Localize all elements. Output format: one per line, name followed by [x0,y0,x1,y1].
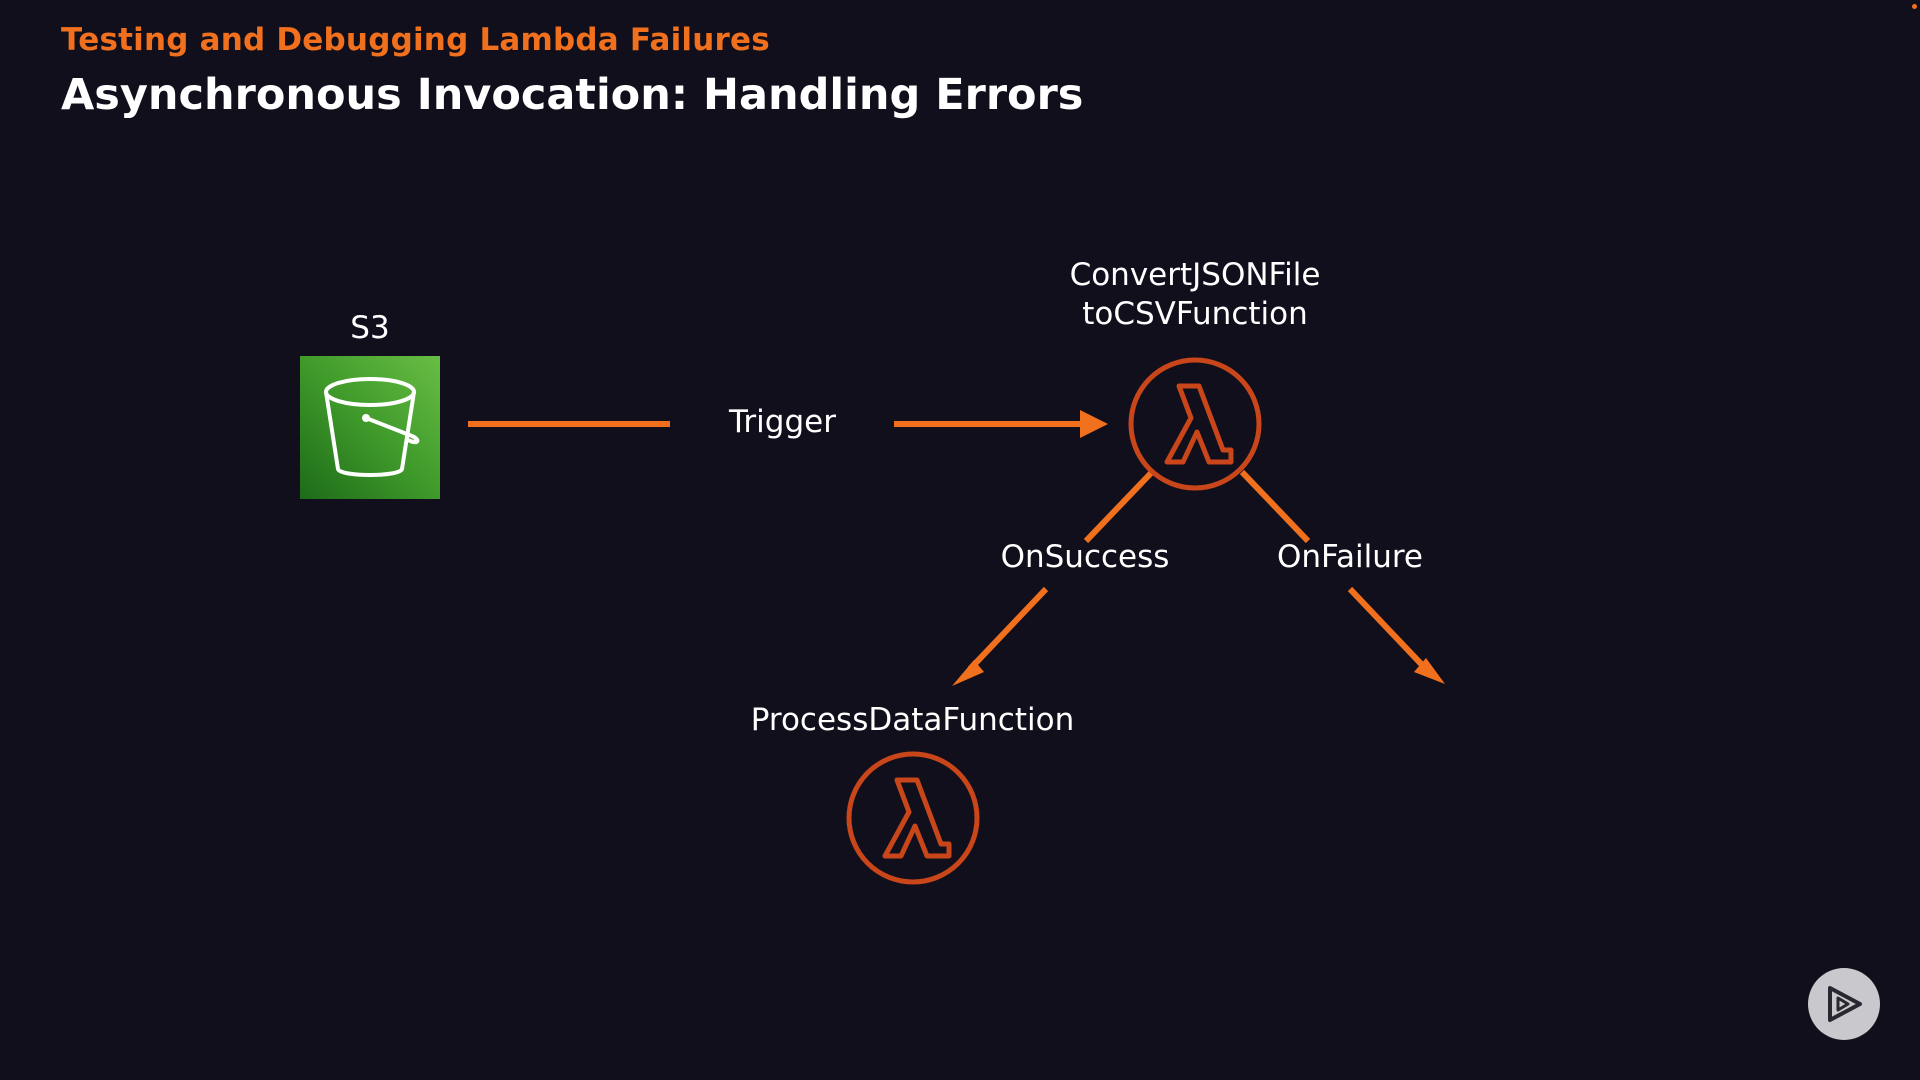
s3-bucket-icon [300,356,440,499]
convert-function-label-line2: toCSVFunction [1082,295,1308,332]
convert-function-label: ConvertJSONFile toCSVFunction [1050,256,1340,334]
onsuccess-label: OnSuccess [1000,539,1170,575]
onsuccess-line-top [1083,469,1155,544]
slide-title: Asynchronous Invocation: Handling Errors [61,70,1084,120]
onsuccess-arrowhead [952,660,984,686]
onfailure-arrowhead [1414,658,1445,684]
convert-function-label-line1: ConvertJSONFile [1069,257,1321,293]
section-title: Testing and Debugging Lambda Failures [61,22,770,58]
trigger-label: Trigger [729,404,836,440]
lambda-icon [846,751,980,885]
onfailure-line-bottom [1347,586,1428,671]
onfailure-label: OnFailure [1276,539,1424,575]
onfailure-line-top [1239,469,1311,544]
onsuccess-line-bottom [967,586,1049,672]
s3-label: S3 [350,310,390,346]
corner-indicator [1912,4,1917,9]
process-function-label: ProcessDataFunction [750,702,1075,738]
play-icon [1828,986,1862,1022]
play-button[interactable] [1808,968,1880,1040]
lambda-icon [1128,357,1262,491]
trigger-arrowhead [1080,410,1108,438]
